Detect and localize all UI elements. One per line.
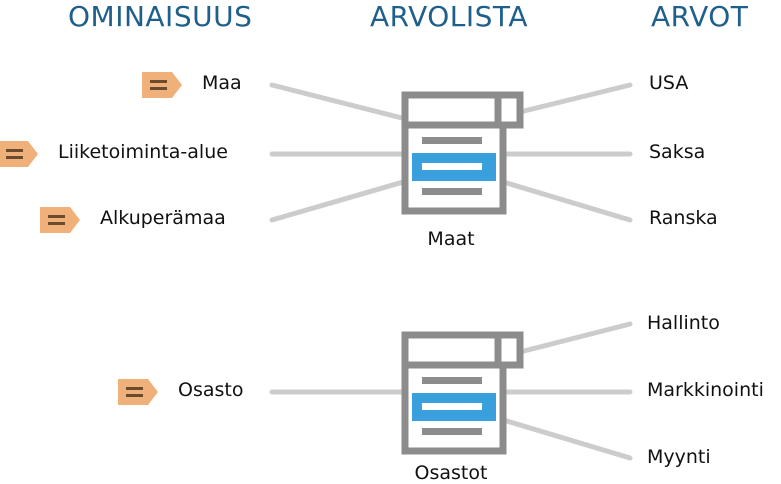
property-label: Osasto [178,379,244,401]
property-tag-icon [40,207,80,233]
connector [269,82,413,123]
property-tag-icon [142,72,182,98]
value-label: Myynti [647,446,711,468]
property-tag-icon [0,141,38,167]
property-label: Alkuperämaa [100,207,226,229]
value-label: USA [649,72,689,94]
header-values: ARVOT [651,0,749,33]
connector [517,321,633,355]
property-tag-icon [118,379,158,405]
value-list-label: Maat [427,228,475,250]
connector [269,177,413,223]
connector [517,82,633,115]
value-list-icon [401,91,524,215]
value-label: Saksa [649,141,706,163]
property-label: Liiketoiminta-alue [58,141,228,163]
connector [487,413,633,461]
value-list-label: Osastot [414,462,488,484]
header-property: OMINAISUUS [68,0,253,33]
property-label: Maa [202,72,242,94]
value-label: Hallinto [647,312,720,334]
value-label: Markkinointi [647,379,764,401]
value-label: Ranska [649,207,718,229]
value-list-icon [401,331,524,455]
connector [487,175,633,223]
header-valuelist: ARVOLISTA [370,0,528,33]
